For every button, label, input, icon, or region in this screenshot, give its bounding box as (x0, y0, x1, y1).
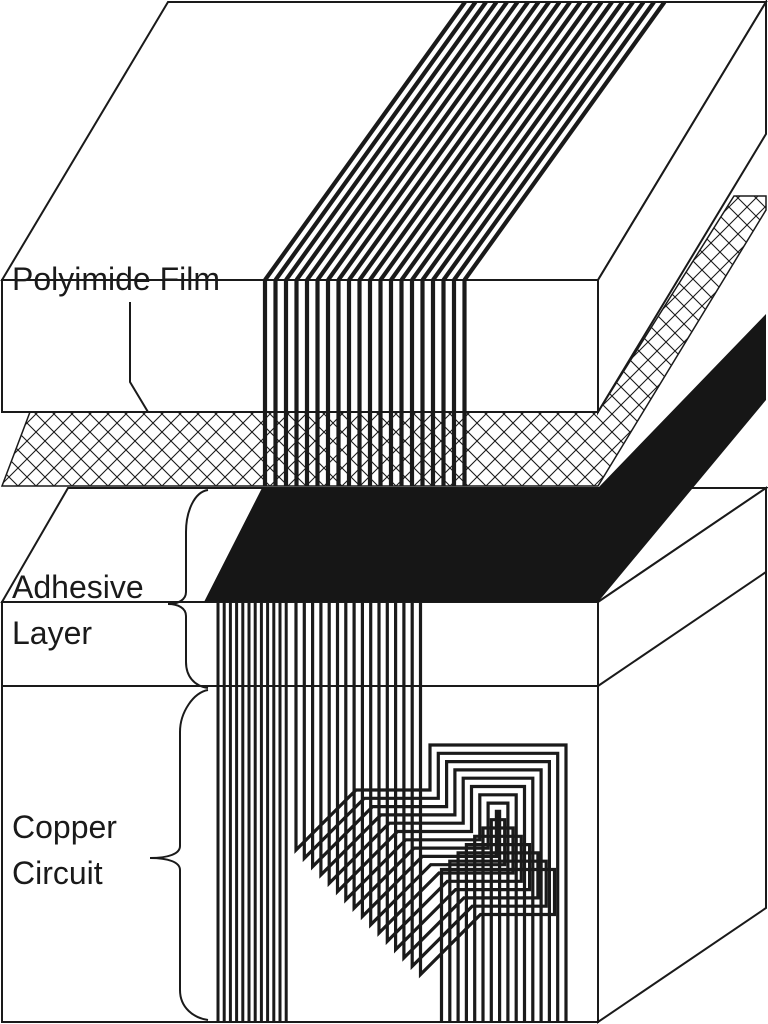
copper-traces-under-film-top (263, 2, 667, 280)
adhesive-brace (167, 489, 209, 689)
copper-traces-front (216, 602, 288, 1022)
film-top-trace (441, 2, 646, 280)
base-stepped-trace (352, 602, 510, 1022)
polyimide-film-label: Polyimide Film (12, 261, 220, 297)
copper-traces-stepped (294, 602, 568, 1022)
base-stepped-trace (344, 602, 518, 1022)
copper-traces-through-crosshatch (262, 412, 467, 486)
copper-circuit-label-line1: Copper (12, 809, 117, 845)
film-top-trace (263, 2, 467, 280)
film-top-trace (273, 2, 478, 280)
film-top-trace (368, 2, 572, 280)
film-top-trace (462, 2, 667, 280)
polyimide-leader-line (129, 302, 149, 413)
copper-circuit-label-line2: Circuit (12, 855, 103, 891)
base-stepped-trace (369, 602, 507, 1022)
film-top-trace (305, 2, 509, 280)
base-stepped-trace (311, 602, 551, 1022)
film-top-trace (452, 2, 656, 280)
base-stepped-trace (360, 602, 502, 1022)
base-stepped-trace (335, 602, 527, 1022)
film-top-trace (294, 2, 499, 280)
film-top-trace (315, 2, 520, 280)
base-stepped-trace (385, 602, 523, 1022)
base-stepped-trace (302, 602, 560, 1022)
base-stepped-trace (418, 602, 557, 1022)
film-top-trace (284, 2, 488, 280)
film-top-trace (336, 2, 541, 280)
film-top-trace (389, 2, 593, 280)
adhesive-layer-label-line1: Adhesive (12, 569, 144, 605)
base-stepped-trace (294, 602, 568, 1022)
base-stepped-trace (402, 602, 540, 1022)
film-top-trace (420, 2, 625, 280)
film-top-trace (399, 2, 604, 280)
film-top-trace (326, 2, 530, 280)
side-face-layer-line (597, 571, 767, 687)
adhesive-layer-label-line2: Layer (12, 615, 92, 651)
polyimide-front-face (1, 279, 599, 413)
copper-traces-film-front (262, 280, 467, 412)
copper-brace (149, 689, 209, 1021)
adhesive-solid-band (204, 314, 766, 602)
base-stepped-trace (327, 602, 535, 1022)
base-stepped-trace (319, 602, 543, 1022)
film-top-trace (431, 2, 635, 280)
base-stepped-trace (394, 602, 532, 1022)
base-stepped-trace (410, 602, 548, 1022)
film-top-trace (347, 2, 551, 280)
film-top-trace (378, 2, 583, 280)
film-top-trace (410, 2, 614, 280)
film-top-trace (357, 2, 562, 280)
base-stepped-trace (377, 602, 515, 1022)
